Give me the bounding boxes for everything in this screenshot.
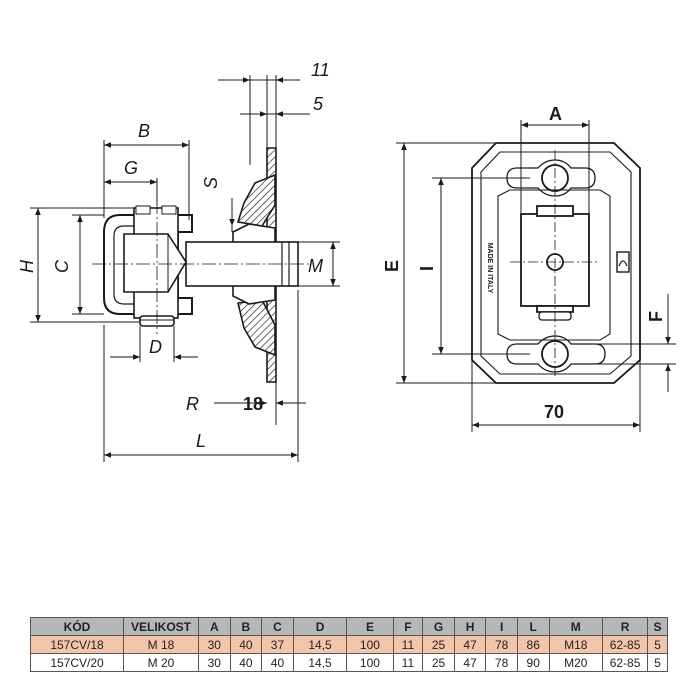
label-f: F [646, 311, 666, 322]
made-in-italy-stamp: MADE IN ITALY [486, 243, 493, 294]
col-f: F [392, 617, 424, 636]
col-m: M [548, 617, 604, 636]
label-l: L [196, 431, 206, 451]
cell: 157CV/20 [30, 653, 124, 672]
col-d: D [292, 617, 348, 636]
cell: 30 [198, 635, 231, 654]
cell: 5 [647, 653, 668, 672]
label-70: 70 [544, 402, 564, 422]
side-view [92, 147, 310, 383]
col-kod: KÓD [30, 617, 124, 636]
cell: 100 [346, 635, 394, 654]
cell: 40 [229, 635, 263, 654]
plate-boss-upper [236, 173, 276, 227]
cell: 11 [392, 635, 424, 654]
cell: M18 [548, 635, 604, 654]
label-18: 18 [243, 394, 263, 414]
table-row: 157CV/18 M 18 30 40 37 14,5 100 11 25 47… [30, 635, 668, 654]
label-d: D [149, 337, 162, 357]
cell: 100 [346, 653, 394, 672]
label-h: H [17, 259, 37, 273]
label-a: A [549, 104, 562, 124]
cell: 5 [647, 635, 668, 654]
plate-boss-lower [237, 299, 276, 357]
col-i: I [485, 617, 518, 636]
cell: M 18 [123, 635, 199, 654]
cell: 157CV/18 [30, 635, 124, 654]
label-r: R [186, 394, 199, 414]
spec-table: KÓD VELIKOST A B C D E F G H I L M R S 1… [30, 617, 668, 672]
col-b: B [229, 617, 263, 636]
cell: M 20 [123, 653, 199, 672]
cell: 62-85 [602, 635, 649, 654]
col-h: H [453, 617, 487, 636]
cell: 78 [485, 653, 518, 672]
label-g: G [124, 158, 138, 178]
table-header-row: KÓD VELIKOST A B C D E F G H I L M R S [30, 617, 668, 636]
label-c: C [52, 259, 72, 273]
col-velikost: VELIKOST [123, 617, 199, 636]
col-g: G [422, 617, 455, 636]
side-view-labels: B G 11 5 S H C M D R 18 L [17, 60, 330, 451]
technical-drawing: B G 11 5 S H C M D R 18 L M A D E [17, 60, 676, 462]
label-11: 11 [311, 60, 330, 80]
maker-logo [616, 251, 630, 273]
side-view-dimensions [30, 75, 340, 462]
cell: 40 [261, 653, 294, 672]
top-slot [506, 159, 596, 197]
cell: 11 [392, 653, 424, 672]
cell: 40 [229, 653, 263, 672]
cell: 78 [485, 635, 518, 654]
col-e: E [346, 617, 394, 636]
cell: 25 [422, 635, 455, 654]
table-row: 157CV/20 M 20 30 40 40 14,5 100 11 25 47… [30, 653, 668, 672]
front-view-labels: A E I F 70 [382, 104, 666, 422]
label-m: M [308, 256, 323, 276]
front-view-dimensions [396, 120, 676, 432]
label-e: E [382, 260, 402, 272]
cell: 86 [516, 635, 550, 654]
cell: 14,5 [292, 653, 348, 672]
col-c: C [261, 617, 294, 636]
cell: 47 [453, 653, 487, 672]
label-5: 5 [313, 94, 324, 114]
cell: 47 [453, 635, 487, 654]
cell: 30 [198, 653, 231, 672]
front-plate-outer [471, 142, 641, 384]
label-b: B [138, 121, 150, 141]
col-s: S [647, 617, 668, 636]
col-a: A [198, 617, 231, 636]
label-s: S [201, 177, 221, 189]
front-view [471, 142, 641, 384]
label-i: I [417, 266, 437, 271]
cell: 37 [261, 635, 294, 654]
cell: 14,5 [292, 635, 348, 654]
cell: 25 [422, 653, 455, 672]
col-r: R [602, 617, 649, 636]
cell: 90 [516, 653, 550, 672]
cell: M20 [548, 653, 604, 672]
col-l: L [516, 617, 550, 636]
cell: 62-85 [602, 653, 649, 672]
